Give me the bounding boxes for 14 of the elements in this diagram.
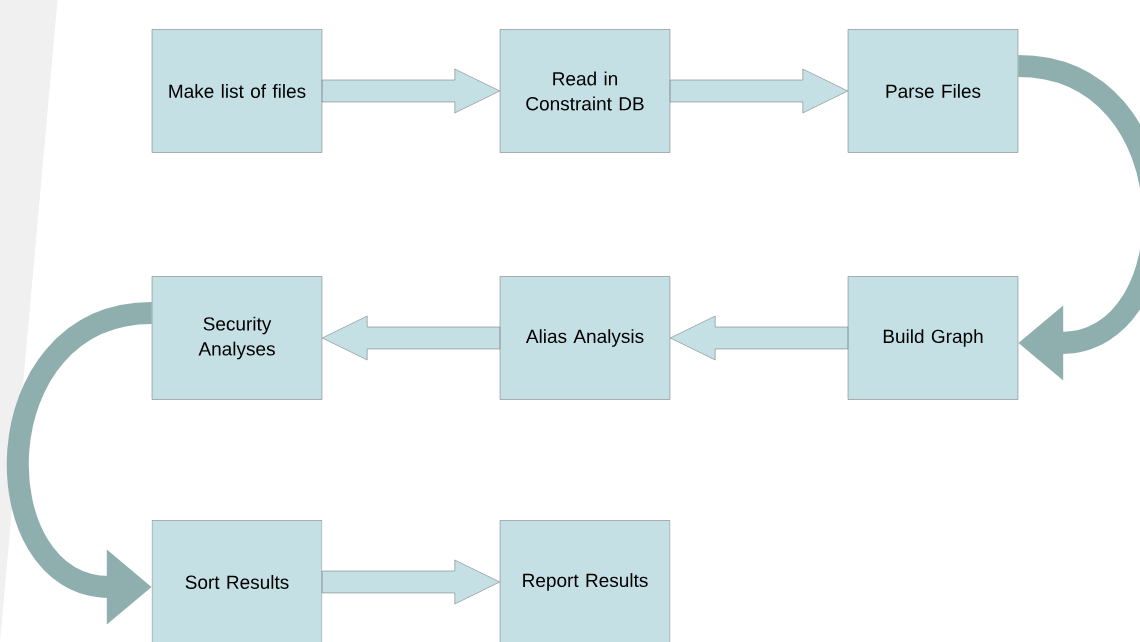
- block-arrow: [322, 68, 500, 114]
- curved-arrow: [1016, 55, 1140, 381]
- block-arrow: [670, 315, 848, 361]
- process-box: Parse Files: [847, 29, 1019, 153]
- process-box: Build Graph: [847, 276, 1019, 400]
- block-arrow: [322, 559, 500, 605]
- process-box: Security Analyses: [151, 276, 323, 400]
- process-box: Alias Analysis: [499, 276, 671, 400]
- process-box: Report Results: [499, 520, 671, 642]
- process-box: Make list of files: [151, 29, 323, 153]
- block-arrow: [670, 68, 848, 114]
- process-box: Read in Constraint DB: [499, 29, 671, 153]
- block-arrow: [322, 315, 500, 361]
- process-box: Sort Results: [151, 520, 323, 642]
